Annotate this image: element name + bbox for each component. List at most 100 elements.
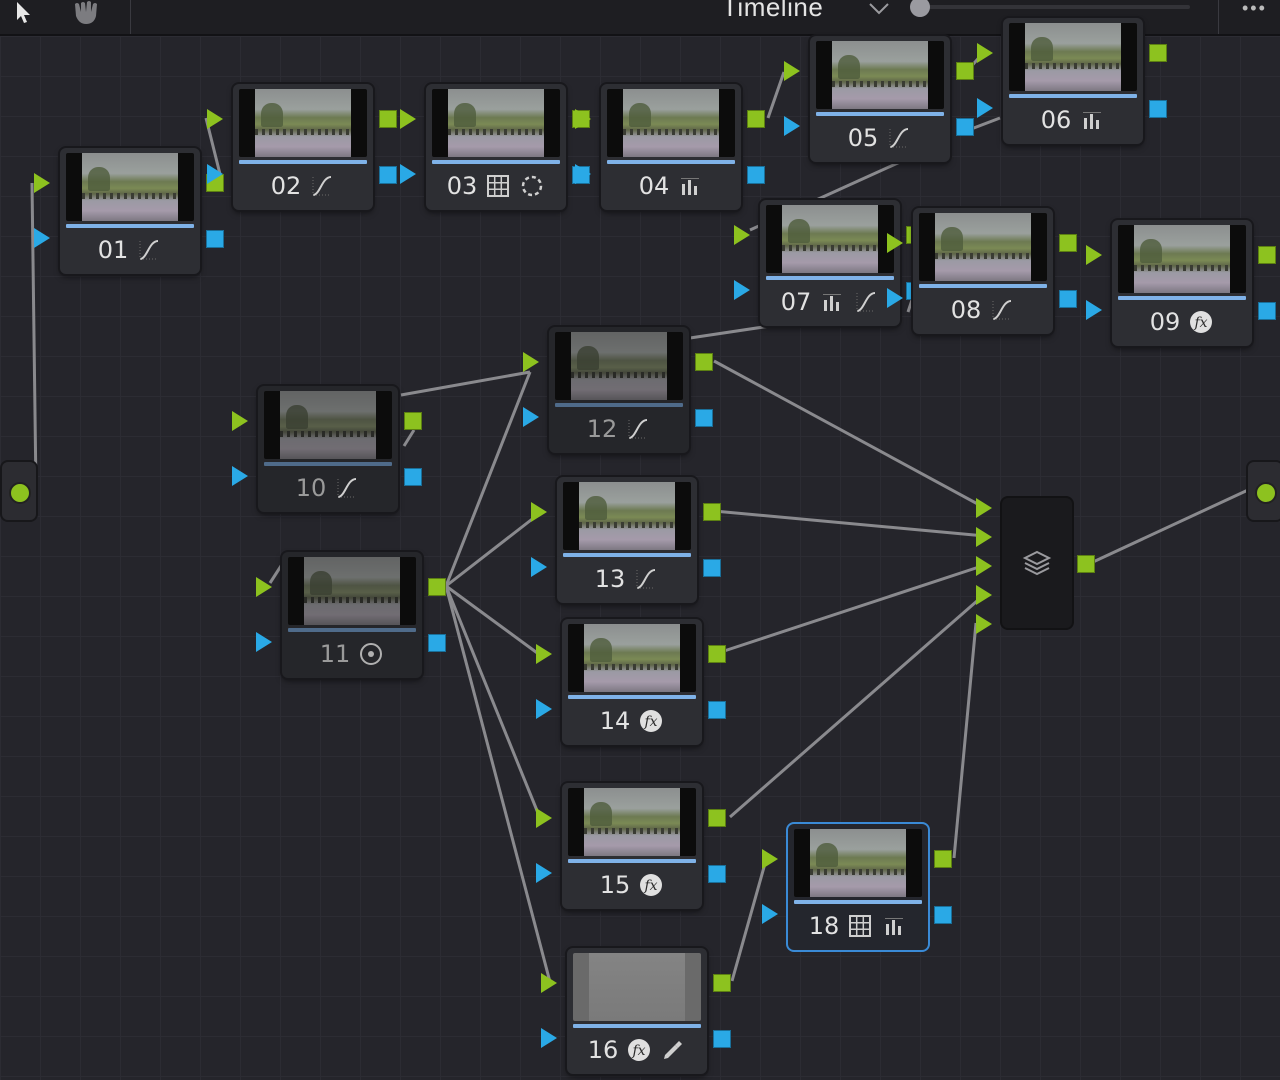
- node-14-key-input[interactable]: [536, 699, 552, 719]
- mixer-output-port[interactable]: [1077, 555, 1095, 573]
- node-16-key-output[interactable]: [713, 1030, 731, 1048]
- more-options-button[interactable]: •••: [1242, 0, 1267, 19]
- node-15-rgb-input[interactable]: [536, 808, 552, 828]
- node-04-rgb-input[interactable]: [575, 109, 591, 129]
- node-13-key-output[interactable]: [703, 559, 721, 577]
- node-08-key-output[interactable]: [1059, 290, 1077, 308]
- node-16-rgb-input[interactable]: [541, 973, 557, 993]
- node-13-key-input[interactable]: [531, 557, 547, 577]
- output-port[interactable]: [1255, 482, 1277, 504]
- mixer-input-port-2[interactable]: [976, 527, 992, 547]
- node-16-key-input[interactable]: [541, 1028, 557, 1048]
- zoom-slider-handle[interactable]: [910, 0, 930, 17]
- node-10-key-input[interactable]: [232, 466, 248, 486]
- node-09-key-output[interactable]: [1258, 302, 1276, 320]
- node-18[interactable]: 18: [788, 824, 928, 950]
- layer-mixer-node[interactable]: [1002, 498, 1072, 628]
- node-15-key-input[interactable]: [536, 863, 552, 883]
- hand-tool-button[interactable]: [62, 0, 112, 30]
- node-02-rgb-input[interactable]: [207, 109, 223, 129]
- node-05-key-output[interactable]: [956, 118, 974, 136]
- node-09-rgb-output[interactable]: [1258, 246, 1276, 264]
- node-06-rgb-input[interactable]: [977, 43, 993, 63]
- node-15-key-output[interactable]: [708, 865, 726, 883]
- node-16-rgb-output[interactable]: [713, 974, 731, 992]
- node-07-rgb-input[interactable]: [734, 225, 750, 245]
- node-12-key-input[interactable]: [523, 407, 539, 427]
- node-03-key-input[interactable]: [400, 164, 416, 184]
- node-05-rgb-output[interactable]: [956, 62, 974, 80]
- node-09-rgb-input[interactable]: [1086, 245, 1102, 265]
- node-01-key-input[interactable]: [34, 228, 50, 248]
- node-02-rgb-output[interactable]: [379, 110, 397, 128]
- node-13-rgb-output[interactable]: [703, 503, 721, 521]
- node-13[interactable]: 13: [557, 477, 697, 603]
- mixer-input-port-3[interactable]: [976, 556, 992, 576]
- pointer-tool-button[interactable]: [4, 0, 44, 30]
- node-03-rgb-input[interactable]: [400, 109, 416, 129]
- node-08[interactable]: 08: [913, 208, 1053, 334]
- node-05[interactable]: 05: [810, 36, 950, 162]
- node-12-rgb-input[interactable]: [523, 352, 539, 372]
- title-dropdown-button[interactable]: [868, 0, 890, 23]
- mixer-input-port-1[interactable]: [976, 498, 992, 518]
- node-12-key-output[interactable]: [695, 409, 713, 427]
- node-12-rgb-output[interactable]: [695, 353, 713, 371]
- node-14-rgb-output[interactable]: [708, 645, 726, 663]
- node-06-key-input[interactable]: [977, 98, 993, 118]
- node-04[interactable]: 04: [601, 84, 741, 210]
- node-07[interactable]: 07: [760, 200, 900, 326]
- node-18-rgb-input[interactable]: [762, 849, 778, 869]
- mixer-input-port-5[interactable]: [976, 614, 992, 634]
- mixer-input-port-4[interactable]: [976, 585, 992, 605]
- node-14-key-output[interactable]: [708, 701, 726, 719]
- node-14-rgb-input[interactable]: [536, 644, 552, 664]
- node-01[interactable]: 01: [60, 148, 200, 274]
- node-07-key-input[interactable]: [734, 280, 750, 300]
- node-02-key-input[interactable]: [207, 164, 223, 184]
- input-port[interactable]: [9, 482, 31, 504]
- node-05-key-input[interactable]: [784, 116, 800, 136]
- node-10-rgb-output[interactable]: [404, 412, 422, 430]
- node-18-key-output[interactable]: [934, 906, 952, 924]
- node-08-rgb-input[interactable]: [887, 233, 903, 253]
- zoom-slider-track[interactable]: [920, 5, 1190, 9]
- node-04-rgb-output[interactable]: [747, 110, 765, 128]
- node-10-key-output[interactable]: [404, 468, 422, 486]
- node-01-rgb-input[interactable]: [34, 173, 50, 193]
- source-input-node[interactable]: [2, 462, 36, 520]
- node-11[interactable]: 11: [282, 552, 422, 678]
- node-06-rgb-output[interactable]: [1149, 44, 1167, 62]
- node-13-rgb-input[interactable]: [531, 502, 547, 522]
- node-01-key-output[interactable]: [206, 230, 224, 248]
- node-12[interactable]: 12: [549, 327, 689, 453]
- node-11-rgb-input[interactable]: [256, 577, 272, 597]
- node-02-key-output[interactable]: [379, 166, 397, 184]
- node-11-key-output[interactable]: [428, 634, 446, 652]
- node-11-key-input[interactable]: [256, 632, 272, 652]
- node-09-key-input[interactable]: [1086, 300, 1102, 320]
- node-11-rgb-output[interactable]: [428, 578, 446, 596]
- node-15-rgb-output[interactable]: [708, 809, 726, 827]
- node-10[interactable]: 10: [258, 386, 398, 512]
- node-03[interactable]: 03: [426, 84, 566, 210]
- node-08-key-input[interactable]: [887, 288, 903, 308]
- node-04-key-output[interactable]: [747, 166, 765, 184]
- node-06-key-output[interactable]: [1149, 100, 1167, 118]
- node-10-rgb-input[interactable]: [232, 411, 248, 431]
- node-18-key-input[interactable]: [762, 904, 778, 924]
- node-06[interactable]: 06: [1003, 18, 1143, 144]
- node-04-key-input[interactable]: [575, 164, 591, 184]
- node-08-rgb-output[interactable]: [1059, 234, 1077, 252]
- output-node[interactable]: [1248, 462, 1280, 520]
- node-18-rgb-output[interactable]: [934, 850, 952, 868]
- bars-icon: [677, 173, 703, 199]
- node-number: 03: [446, 172, 478, 200]
- node-05-rgb-input[interactable]: [784, 61, 800, 81]
- node-02[interactable]: 02: [233, 84, 373, 210]
